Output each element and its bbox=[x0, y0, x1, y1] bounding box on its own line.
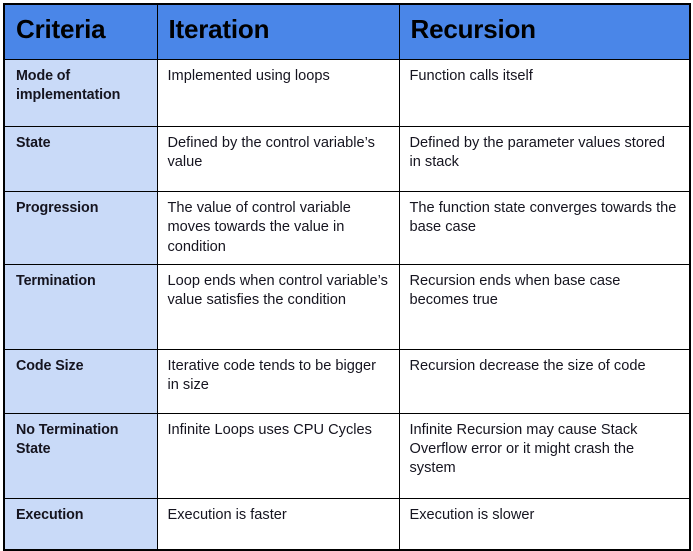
recursion-cell: The function state converges towards the… bbox=[398, 191, 691, 265]
criteria-label: Execution bbox=[16, 506, 84, 523]
criteria-cell: Termination bbox=[3, 263, 158, 350]
iteration-cell: Execution is faster bbox=[156, 497, 400, 551]
recursion-cell: Defined by the parameter values stored i… bbox=[398, 126, 691, 192]
recursion-cell: Recursion ends when base case becomes tr… bbox=[398, 263, 691, 350]
iteration-text: Implemented using loops bbox=[167, 68, 330, 84]
recursion-cell: Execution is slower bbox=[398, 497, 691, 551]
table-header: Criteria Iteration Recursion bbox=[3, 3, 691, 60]
header-row: Criteria Iteration Recursion bbox=[3, 3, 691, 60]
column-header-criteria: Criteria bbox=[3, 3, 158, 60]
criteria-cell: Progression bbox=[3, 191, 158, 265]
table-row: State Defined by the control variable’s … bbox=[3, 126, 691, 192]
recursion-cell: Function calls itself bbox=[398, 59, 691, 127]
iteration-vs-recursion-table: Criteria Iteration Recursion Mode of imp… bbox=[3, 3, 691, 551]
criteria-cell: Execution bbox=[3, 497, 158, 551]
iteration-cell: Iterative code tends to be bigger in siz… bbox=[156, 348, 400, 414]
criteria-cell: No Termination State bbox=[3, 412, 158, 499]
iteration-text: Defined by the control variable’s value bbox=[167, 135, 375, 171]
iteration-text: Iterative code tends to be bigger in siz… bbox=[167, 357, 377, 393]
table-body: Mode of implementation Implemented using… bbox=[3, 59, 691, 551]
criteria-label: No Termination State bbox=[16, 421, 119, 457]
table-row: Execution Execution is faster Execution … bbox=[3, 497, 691, 551]
recursion-text: Function calls itself bbox=[409, 68, 533, 84]
recursion-cell: Recursion decrease the size of code bbox=[398, 348, 691, 414]
criteria-label: Progression bbox=[16, 200, 99, 216]
iteration-cell: Infinite Loops uses CPU Cycles bbox=[156, 412, 400, 499]
iteration-text: Infinite Loops uses CPU Cycles bbox=[167, 421, 372, 438]
recursion-text: Recursion decrease the size of code bbox=[409, 357, 646, 374]
recursion-text: Infinite Recursion may cause Stack Overf… bbox=[409, 421, 638, 477]
criteria-cell: Mode of implementation bbox=[3, 59, 158, 127]
table-row: Code Size Iterative code tends to be big… bbox=[3, 348, 691, 414]
table-row: Mode of implementation Implemented using… bbox=[3, 59, 691, 127]
recursion-text: Execution is slower bbox=[409, 506, 535, 523]
iteration-text: Loop ends when control variable’s value … bbox=[167, 272, 388, 308]
recursion-text: The function state converges towards the… bbox=[409, 200, 677, 236]
iteration-cell: The value of control variable moves towa… bbox=[156, 191, 400, 265]
column-header-recursion: Recursion bbox=[398, 3, 691, 60]
criteria-label: Code Size bbox=[16, 357, 84, 374]
iteration-cell: Loop ends when control variable’s value … bbox=[156, 263, 400, 350]
table-row: Progression The value of control variabl… bbox=[3, 191, 691, 265]
recursion-text: Recursion ends when base case becomes tr… bbox=[409, 272, 621, 308]
recursion-text: Defined by the parameter values stored i… bbox=[409, 135, 666, 171]
recursion-cell: Infinite Recursion may cause Stack Overf… bbox=[398, 412, 691, 499]
column-header-iteration: Iteration bbox=[156, 3, 400, 60]
criteria-label: Mode of implementation bbox=[16, 68, 121, 103]
iteration-text: Execution is faster bbox=[167, 506, 287, 523]
criteria-cell: State bbox=[3, 126, 158, 192]
criteria-cell: Code Size bbox=[3, 348, 158, 414]
comparison-table-container: Criteria Iteration Recursion Mode of imp… bbox=[3, 3, 691, 551]
iteration-cell: Implemented using loops bbox=[156, 59, 400, 127]
iteration-cell: Defined by the control variable’s value bbox=[156, 126, 400, 192]
iteration-text: The value of control variable moves towa… bbox=[167, 200, 351, 255]
table-row: Termination Loop ends when control varia… bbox=[3, 263, 691, 350]
criteria-label: State bbox=[16, 135, 51, 151]
table-row: No Termination State Infinite Loops uses… bbox=[3, 412, 691, 499]
criteria-label: Termination bbox=[16, 272, 96, 289]
